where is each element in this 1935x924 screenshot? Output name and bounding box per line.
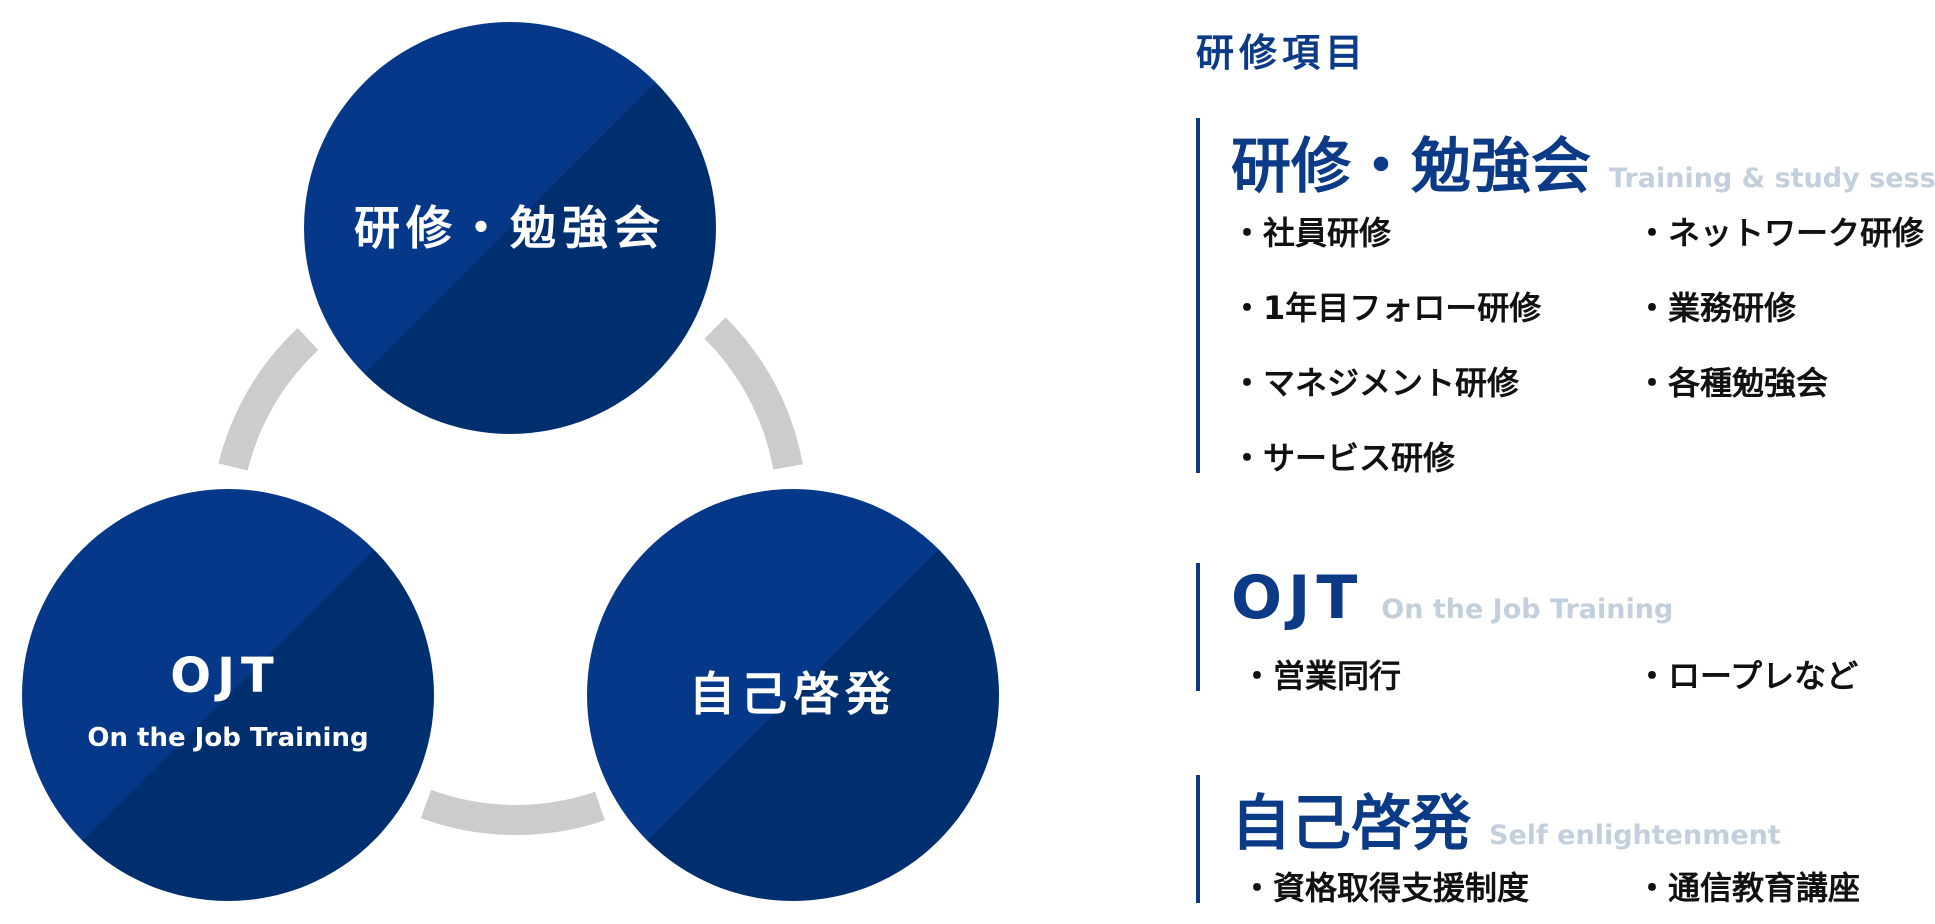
training-cycle-diagram: 研修・勉強会 OJT On the Job Training 自己啓発 <box>22 22 999 901</box>
list-item: ・各種勉強会 <box>1636 364 1829 402</box>
section-bar <box>1196 563 1200 691</box>
section-subtitle: Self enlightenment <box>1489 820 1781 851</box>
section-subtitle: Training & study session <box>1609 163 1935 194</box>
section-heading: 研修項目 <box>1196 31 1369 75</box>
list-item: ・営業同行 <box>1241 657 1402 695</box>
section-title: 自己啓発 <box>1231 789 1471 859</box>
connector-arc-bottom <box>420 789 605 835</box>
circle-top <box>304 22 716 434</box>
circle-right <box>587 489 999 901</box>
list-item: ・サービス研修 <box>1231 439 1456 477</box>
section-training: 研修・勉強会 Training & study session ・社員研修 ・ネッ… <box>1196 118 1935 477</box>
circle-left-label: OJT <box>170 648 279 704</box>
list-item: ・業務研修 <box>1636 289 1797 327</box>
list-item: ・社員研修 <box>1231 214 1392 252</box>
list-item: ・ロープレなど <box>1636 657 1859 695</box>
section-title-row: 研修・勉強会 Training & study session <box>1231 118 1935 205</box>
list-item: ・マネジメント研修 <box>1231 364 1520 402</box>
circle-top-label: 研修・勉強会 <box>354 201 666 255</box>
circle-right-label: 自己啓発 <box>689 667 897 721</box>
section-bar <box>1196 118 1200 473</box>
connector-arc-left <box>218 328 319 471</box>
list-item: ・ネットワーク研修 <box>1636 214 1925 252</box>
section-self-development: 自己啓発 Self enlightenment ・資格取得支援制度 ・通信教育講座 <box>1196 775 1931 907</box>
section-ojt: OJT On the Job Training ・営業同行 ・ロープレなど <box>1196 563 1931 695</box>
circle-left <box>22 489 434 901</box>
section-subtitle: On the Job Training <box>1381 594 1674 625</box>
list-item: ・資格取得支援制度 <box>1241 869 1530 907</box>
section-bar <box>1196 775 1200 903</box>
section-title: 研修・勉強会 <box>1231 132 1591 202</box>
section-title-row: OJT On the Job Training <box>1231 563 1673 633</box>
connector-arc-right <box>704 317 803 470</box>
list-item: ・1年目フォロー研修 <box>1231 289 1542 327</box>
section-title: OJT <box>1231 563 1364 633</box>
circle-left-sublabel: On the Job Training <box>87 723 368 753</box>
section-title-row: 自己啓発 Self enlightenment <box>1231 775 1781 862</box>
list-item: ・通信教育講座 <box>1636 869 1861 907</box>
